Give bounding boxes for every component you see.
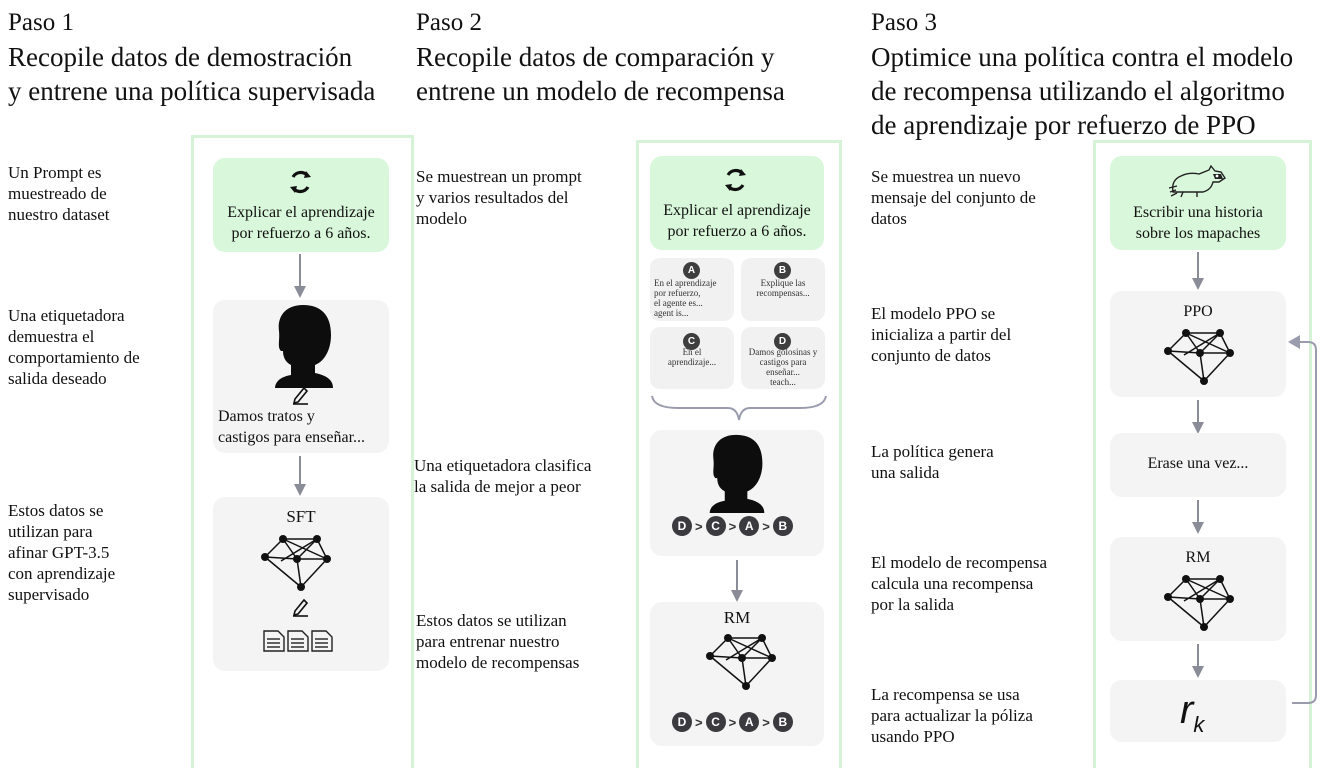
step2-prompt-card: Explicar el aprendizaje por refuerzo a 6… (650, 156, 824, 250)
output-d-badge: D (774, 333, 791, 350)
reward-symbol: rk (1180, 688, 1204, 747)
network-icon (706, 634, 776, 690)
step2-title-line1: Recopile datos de comparación y (416, 42, 775, 72)
step3-title-line1: Optimice una política contra el modelo (871, 42, 1294, 72)
pencil-icon (292, 598, 309, 617)
step2-arrow (731, 560, 743, 602)
rank-2-badge: C (705, 516, 726, 536)
reward-symbol-r: r (1180, 688, 1194, 732)
step1-model-label: SFT (286, 507, 316, 526)
step1-desc-demonstrate: Una etiquetadora demuestra el comportami… (8, 306, 140, 388)
step1-frame (191, 135, 414, 768)
step1-sft-card: SFT (213, 497, 389, 671)
step1-arrow-2 (294, 456, 306, 496)
rank-separator: > (762, 518, 770, 534)
network-icon (1164, 329, 1234, 385)
rank-separator: > (695, 518, 703, 534)
step2-output-b: B Explique las recompensas... (741, 258, 825, 321)
outputs-bracket (651, 395, 827, 421)
step1-label: Paso 1 (8, 9, 74, 36)
rank-separator: > (762, 714, 770, 730)
person-silhouette-icon (709, 434, 765, 513)
rank-3-badge: A (739, 516, 760, 536)
step2-label: Paso 2 (416, 9, 482, 36)
step3-desc-sample: Se muestrea un nuevo mensaje del conjunt… (871, 167, 1036, 228)
step1-title-line2: y entrene una política supervisada (8, 76, 376, 106)
output-a-badge: A (683, 262, 700, 279)
network-icon (1164, 575, 1234, 631)
step3-desc-init: El modelo PPO se inicializa a partir del… (871, 304, 1012, 365)
step3-label: Paso 3 (871, 9, 937, 36)
step2-output-d: D Damos golosinas y castigos para enseña… (741, 327, 825, 389)
step2-model-label: RM (723, 608, 751, 627)
rank-1-badge: D (672, 712, 692, 732)
step3-arrow-3 (1192, 500, 1204, 534)
step3-rm-label: RM (1185, 549, 1211, 566)
step3-reward-card: rk (1110, 680, 1286, 742)
step1-demonstration-card: Damos tratos y castigos para enseñar... (213, 300, 389, 453)
step3-desc-reward: El modelo de recompensa calcula una reco… (871, 553, 1048, 614)
step3-desc-generate: La política genera una salida (871, 442, 994, 482)
rank-3-badge: A (739, 712, 760, 732)
step3-title-line2: de recompensa utilizando el algoritmo (871, 76, 1285, 106)
step1-title-line1: Recopile datos de demostración (8, 42, 353, 72)
step3-ppo-card: PPO (1110, 291, 1286, 397)
output-c-text: En el aprendizaje... (667, 347, 717, 367)
output-a-text: En el aprendizaje por refuerzo, el agent… (654, 278, 717, 318)
refresh-icon (725, 168, 746, 192)
step3-rm-card: RM (1110, 537, 1286, 641)
raccoon-icon (1168, 164, 1226, 198)
rank-4-badge: B (772, 712, 793, 732)
step2-desc-sample: Se muestrean un prompt y varios resultad… (416, 167, 582, 228)
step1-prompt-card: Explicar el aprendizaje por refuerzo a 6… (213, 158, 389, 252)
output-b-text: Explique las recompensas... (756, 278, 810, 298)
output-b-badge: B (774, 262, 791, 279)
step3-frame (1093, 140, 1312, 768)
rank-4-badge: B (772, 516, 793, 536)
step2-rm-card: RM D > C > A > B (650, 602, 824, 746)
rm-ranking-order: D > C > A > B (672, 712, 793, 732)
step2-title-line2: entrene un modelo de recompensa (416, 76, 785, 106)
refresh-icon (290, 170, 311, 194)
step1-demo-text: Damos tratos y castigos para enseñar... (218, 408, 366, 446)
step1-desc-finetune: Estos datos se utilizan para afinar GPT-… (8, 501, 116, 604)
step3-title-line3: de aprendizaje por refuerzo de PPO (871, 110, 1256, 140)
step2-desc-rank: Una etiquetadora clasifica la salida de … (414, 456, 592, 496)
step1-prompt-text: Explicar el aprendizaje por refuerzo a 6… (227, 204, 375, 242)
step1-arrow-1 (294, 254, 306, 298)
pencil-icon (292, 386, 309, 405)
rank-1-badge: D (672, 516, 692, 536)
step3-prompt-card: Escribir una historia sobre los mapaches (1110, 156, 1286, 250)
step3-arrow-1 (1192, 252, 1204, 290)
output-d-text: Damos golosinas y castigos para enseñar.… (748, 347, 818, 387)
step2-prompt-text: Explicar el aprendizaje por refuerzo a 6… (663, 202, 811, 240)
output-c-badge: C (683, 333, 700, 350)
network-icon (261, 535, 331, 591)
rank-separator: > (695, 714, 703, 730)
rank-separator: > (728, 714, 737, 730)
step2-desc-train: Estos datos se utilizan para entrenar nu… (416, 611, 580, 672)
document-icon (263, 630, 333, 652)
step2-ranking-card: D > C > A > B (650, 430, 824, 556)
rank-separator: > (728, 518, 737, 534)
ranking-order: D > C > A > B (672, 516, 793, 536)
rank-2-badge: C (705, 712, 726, 732)
step3-arrow-4 (1192, 644, 1204, 678)
step3-output-text: Erase una vez... (1147, 455, 1249, 472)
step2-frame (636, 140, 842, 768)
reward-subscript: k (1193, 712, 1205, 737)
step3-desc-update: La recompensa se usa para actualizar la … (871, 685, 1033, 746)
loop-arrow-icon (1288, 335, 1317, 704)
step3-output-card: Erase una vez... (1110, 433, 1286, 497)
person-silhouette-icon (275, 305, 333, 388)
step3-prompt-text: Escribir una historia sobre los mapaches (1133, 204, 1263, 242)
step1-desc-sample: Un Prompt es muestreado de nuestro datas… (8, 163, 110, 224)
step3-arrow-2 (1192, 400, 1204, 434)
step3-ppo-label: PPO (1183, 303, 1213, 320)
step2-output-c: C En el aprendizaje... (650, 327, 734, 389)
step2-output-a: A En el aprendizaje por refuerzo, el age… (650, 258, 734, 321)
